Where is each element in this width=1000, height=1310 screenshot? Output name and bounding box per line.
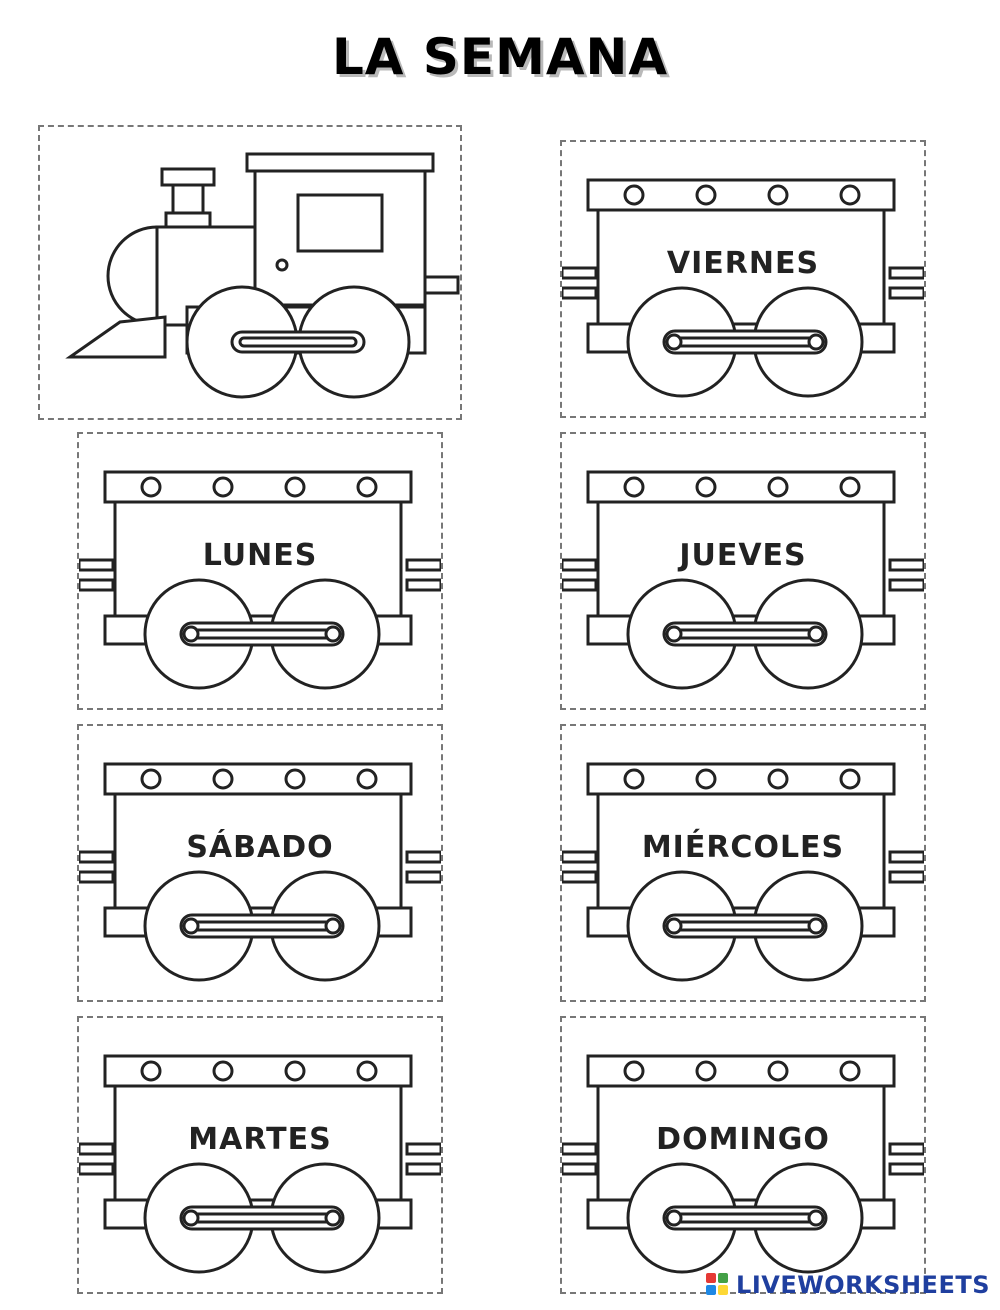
wagon-card-miercoles: MIÉRCOLES <box>560 724 926 1002</box>
wagon-drawing <box>79 470 441 690</box>
wagon-drawing <box>562 470 924 690</box>
grid-logo-icon <box>706 1273 730 1297</box>
wagon-drawing <box>79 1054 441 1274</box>
liveworksheets-logo: LIVEWORKSHEETS <box>706 1270 990 1300</box>
wagon-drawing <box>562 1054 924 1274</box>
wagon-card-domingo: DOMINGO <box>560 1016 926 1294</box>
wagon-card-sabado: SÁBADO <box>77 724 443 1002</box>
wagon-drawing <box>562 178 924 398</box>
locomotive-card <box>38 125 462 420</box>
wagon-drawing <box>79 762 441 982</box>
wagon-label: MIÉRCOLES <box>641 830 845 865</box>
wagon-drawing <box>562 762 924 982</box>
locomotive-drawing <box>65 152 460 399</box>
wagon-card-lunes: LUNES <box>77 432 443 710</box>
wagon-label: JUEVES <box>679 538 807 573</box>
wagon-card-martes: MARTES <box>77 1016 443 1294</box>
wagon-label: DOMINGO <box>656 1122 830 1157</box>
wagon-label: LUNES <box>202 538 318 573</box>
wagon-label: VIERNES <box>666 246 820 281</box>
wagon-card-viernes: VIERNES <box>560 140 926 418</box>
brand-text: LIVEWORKSHEETS <box>736 1271 990 1299</box>
page-title: LA SEMANA <box>331 28 669 86</box>
wagon-label: SÁBADO <box>186 830 334 865</box>
wagon-label: MARTES <box>188 1122 332 1157</box>
wagon-card-jueves: JUEVES <box>560 432 926 710</box>
